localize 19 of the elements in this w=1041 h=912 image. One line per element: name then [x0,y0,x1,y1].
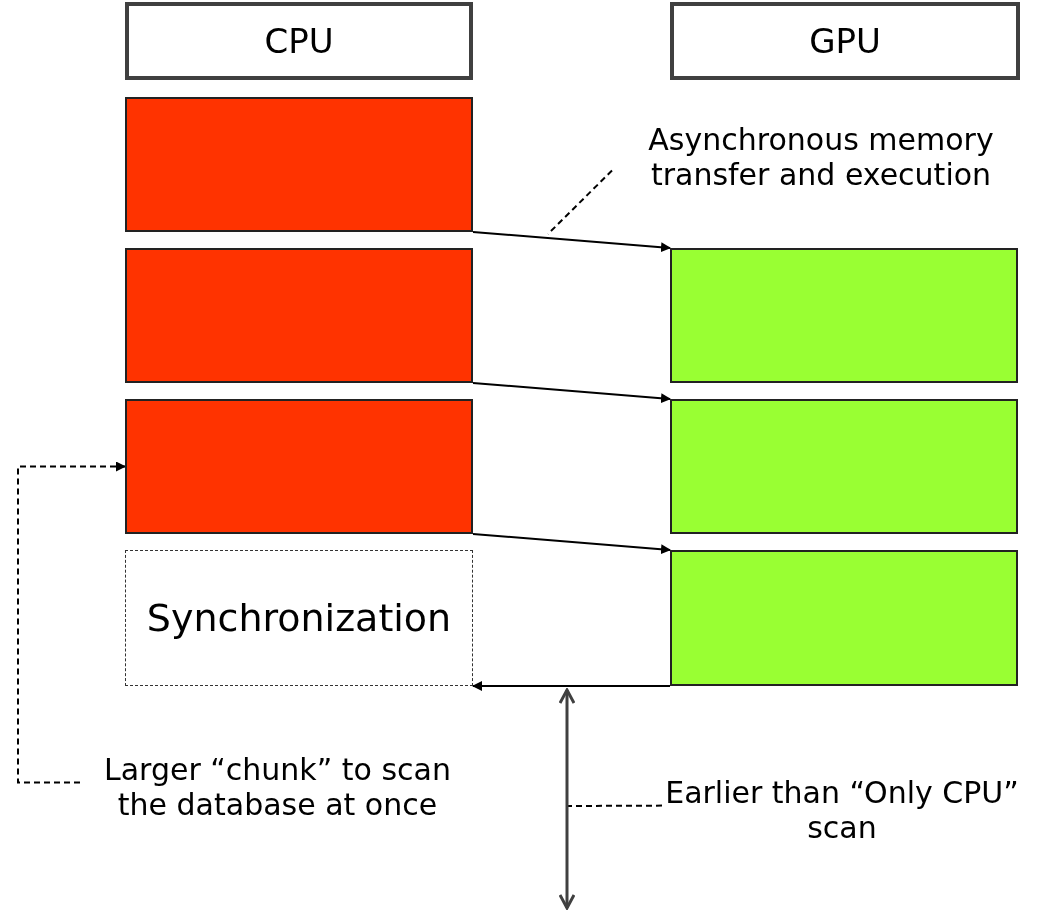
note-text: Larger “chunk” to scan the database at once [80,742,475,832]
arrow [472,382,671,404]
cpu-block [125,399,473,534]
gpu-block [670,399,1018,534]
arrow [472,681,671,691]
leader-line [547,169,613,235]
note-text: Earlier than “Only CPU” scan [662,755,1022,865]
gpu-block [670,248,1018,383]
column-header: CPU [125,2,473,80]
sync-box: Synchronization [125,550,473,686]
leader-line [566,804,663,807]
arrow [472,231,671,253]
arrow [472,533,671,555]
note-text: Asynchronous memory transfer and execution [612,112,1030,202]
cpu-block [125,248,473,383]
arrow [17,461,126,784]
column-header: GPU [670,2,1020,80]
cpu-block [125,97,473,232]
gpu-block [670,550,1018,686]
